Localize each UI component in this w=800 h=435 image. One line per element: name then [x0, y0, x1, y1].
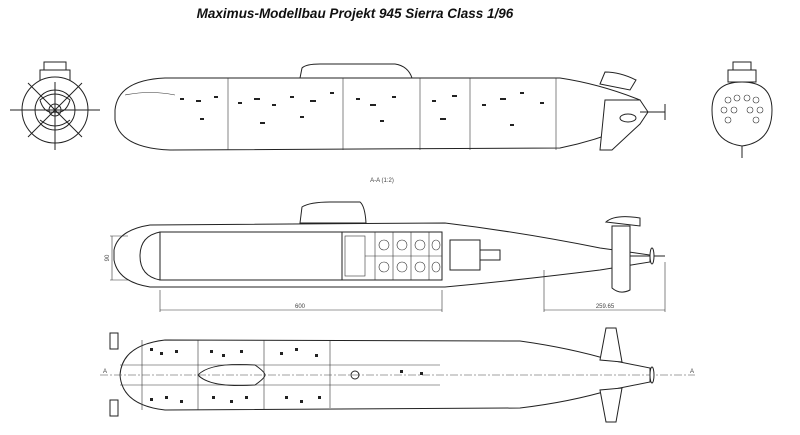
section-view: A-A (1:2) 90 600 259.65	[105, 178, 666, 312]
dim-height: 90	[105, 254, 111, 261]
rear-view	[711, 61, 773, 158]
section-mark-left: A	[103, 369, 107, 375]
drawing-title: Maximus-Modellbau Projekt 945 Sierra Cla…	[196, 6, 514, 21]
dim-tail-length: 259.65	[596, 304, 615, 310]
section-mark-right: A	[690, 369, 694, 375]
front-view	[10, 61, 100, 150]
dim-hull-length: 600	[295, 304, 306, 310]
top-view: A A	[100, 327, 695, 423]
side-view	[114, 63, 666, 151]
section-label: A-A (1:2)	[370, 178, 394, 184]
